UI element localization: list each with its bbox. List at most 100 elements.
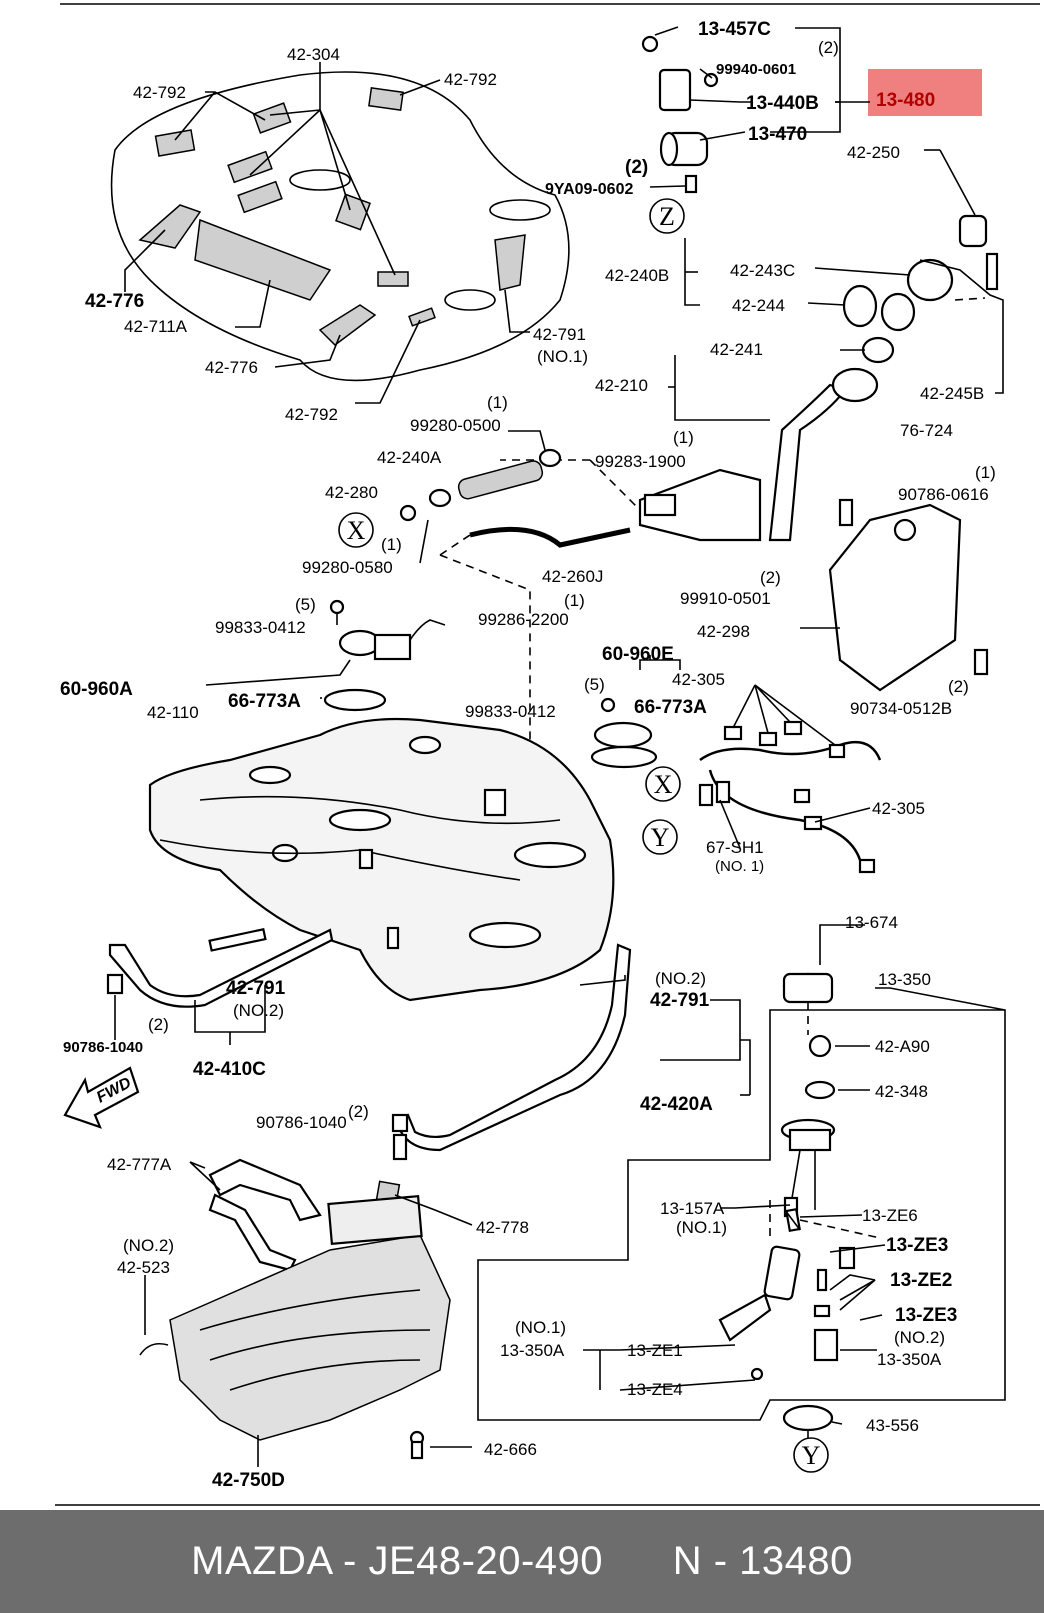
- label-99833-0412: 99833-0412: [465, 702, 556, 721]
- label-90786-0616: 90786-0616: [898, 485, 989, 504]
- label-qty-2: (2): [625, 157, 648, 178]
- label-13-350a: 13-350A: [500, 1341, 565, 1360]
- label-qty-1: (1): [673, 428, 694, 447]
- label-42-523: 42-523: [117, 1258, 170, 1277]
- label-42-778: 42-778: [476, 1218, 529, 1237]
- tank-top-outline: [110, 71, 570, 382]
- label-13-350a: 13-350A: [877, 1350, 942, 1369]
- label-42-240a: 42-240A: [377, 448, 442, 467]
- sender-unit-left: [205, 599, 446, 712]
- label-42-711a: 42-711A: [124, 317, 188, 336]
- hoses: [399, 430, 631, 760]
- marker-x: X: [645, 766, 681, 802]
- label-13-ze2: 13-ZE2: [890, 1270, 952, 1291]
- label-qty-1: (1): [487, 393, 508, 412]
- vent-valve-group: [641, 26, 870, 194]
- label-42-298: 42-298: [697, 622, 750, 641]
- label-42-260j: 42-260J: [542, 567, 603, 586]
- tank-strap-front: [106, 927, 334, 1045]
- label-qty-5: (5): [584, 675, 605, 694]
- svg-text:X: X: [347, 516, 366, 545]
- marker-x: X: [338, 512, 374, 548]
- label-13-ze3: 13-ZE3: [895, 1305, 957, 1326]
- label-42-243c: 42-243C: [730, 261, 795, 280]
- label-no1: (NO. 1): [715, 858, 764, 875]
- label-99910-0501: 99910-0501: [680, 589, 771, 608]
- label-42-110: 42-110: [147, 703, 199, 722]
- label-42-791: 42-791: [226, 978, 286, 999]
- label-42-280: 42-280: [325, 483, 378, 502]
- footer-caption-bar: MAZDA - JE48-20-490 N - 13480: [0, 1510, 1044, 1613]
- label-no1: (NO.1): [515, 1318, 566, 1337]
- sender-unit-right: [590, 655, 681, 769]
- insulator-pads: [138, 87, 526, 346]
- svg-text:Z: Z: [659, 202, 675, 231]
- marker-z: Z: [649, 198, 685, 234]
- label-42-245b: 42-245B: [920, 384, 984, 403]
- label-qty-2: (2): [948, 677, 969, 696]
- label-99280-0500: 99280-0500: [410, 416, 501, 435]
- label-13-457c: 13-457C: [698, 19, 771, 40]
- svg-text:Y: Y: [651, 823, 670, 852]
- label-76-724: 76-724: [900, 421, 953, 440]
- fuel-pump-unit: [477, 924, 1006, 1440]
- label-13-674: 13-674: [845, 913, 898, 932]
- label-no2: (NO.2): [233, 1001, 284, 1020]
- label-42-791: 42-791: [650, 990, 710, 1011]
- under-guard: [139, 1113, 473, 1467]
- label-60-960e: 60-960E: [602, 644, 674, 665]
- label-42-791: 42-791: [533, 325, 586, 344]
- fwd-arrow: FWD: [63, 1066, 140, 1129]
- label-42-241: 42-241: [710, 340, 763, 359]
- label-42-305: 42-305: [872, 799, 925, 818]
- label-qty-2: (2): [818, 38, 839, 57]
- fuel-tank: [148, 717, 615, 1002]
- label-42-777a: 42-777A: [107, 1155, 172, 1174]
- label-43-556: 43-556: [866, 1416, 919, 1435]
- filler-guard: [800, 498, 989, 692]
- svg-text:X: X: [654, 770, 673, 799]
- label-67-sh1: 67-SH1: [706, 838, 764, 857]
- label-60-960a: 60-960A: [60, 679, 133, 700]
- label-42-666: 42-666: [484, 1440, 537, 1459]
- label-qty-5: (5): [295, 595, 316, 614]
- filler-cap-group: [684, 149, 1004, 394]
- label-42-240b: 42-240B: [605, 266, 669, 285]
- label-42-304: 42-304: [287, 45, 340, 64]
- label-13-470: 13-470: [748, 124, 807, 145]
- label-9ya09-0602: 9YA09-0602: [545, 181, 633, 198]
- label-42-776: 42-776: [85, 291, 144, 312]
- marker-y: Y: [642, 819, 678, 855]
- label-42-792: 42-792: [133, 83, 186, 102]
- highlight-box: [868, 69, 982, 116]
- marker-y: Y: [793, 1437, 829, 1473]
- label-42-792: 42-792: [285, 405, 338, 424]
- label-99940-0601: 99940-0601: [716, 61, 796, 78]
- label-99833-0412: 99833-0412: [215, 618, 306, 637]
- label-no2: (NO.2): [655, 969, 706, 988]
- footer-caption: MAZDA - JE48-20-490 N - 13480: [191, 1539, 853, 1583]
- label-66-773a: 66-773A: [634, 697, 707, 718]
- label-42-348: 42-348: [875, 1082, 928, 1101]
- label-13-350: 13-350: [878, 970, 931, 989]
- label-42-250: 42-250: [847, 143, 900, 162]
- label-qty-1: (1): [381, 535, 402, 554]
- label-qty-2: (2): [148, 1015, 169, 1034]
- label-no2: (NO.2): [123, 1236, 174, 1255]
- label-no2: (NO.2): [894, 1328, 945, 1347]
- label-13-157a: 13-157A: [660, 1199, 725, 1218]
- label-42-a90: 42-A90: [875, 1037, 930, 1056]
- label-qty-2: (2): [348, 1102, 369, 1121]
- label-99280-0580: 99280-0580: [302, 558, 393, 577]
- label-42-750d: 42-750D: [212, 1470, 285, 1491]
- label-qty-2: (2): [760, 568, 781, 587]
- label-qty-1: (1): [975, 463, 996, 482]
- label-90786-1040: 90786-1040: [63, 1039, 143, 1056]
- label-99283-1900: 99283-1900: [595, 452, 686, 471]
- parts-diagram: 42-304 42-792 42-792 42-776 42-711A 42-7…: [55, 3, 1040, 1506]
- label-13-440b: 13-440B: [746, 93, 819, 114]
- label-42-792: 42-792: [444, 70, 497, 89]
- wiring-harness: [698, 684, 882, 874]
- insulator-leaders: [124, 62, 530, 404]
- label-66-773a: 66-773A: [228, 691, 301, 712]
